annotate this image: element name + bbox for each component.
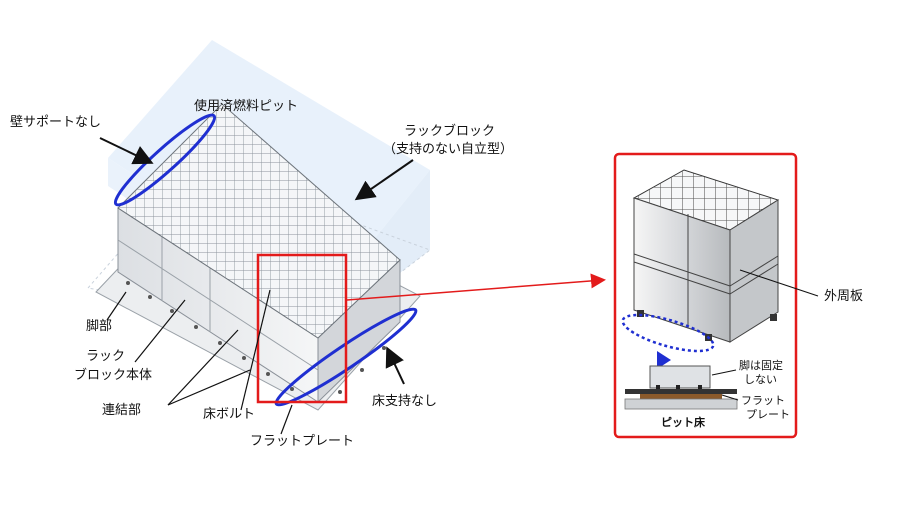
outer-plate-label: 外周板 [824,289,863,304]
detail-view: 外周板 脚は固定 しない フラット プレート ピット床 [613,152,863,439]
flat-plate-detail-label-1: フラット [741,394,785,407]
leg-label: 脚部 [86,318,112,334]
pool-label: 使用済燃料ピット [194,98,298,114]
rack-block-label-1: ラックブロック [404,123,495,139]
leader-lines [99,137,414,435]
floor-bolt-label: 床ボルト [203,407,255,422]
main-labels: 壁サポートなし 使用済燃料ピット ラックブロック （支持のない自立型） 脚部 ラ… [10,98,513,449]
wall-support-label: 壁サポートなし [10,115,101,130]
flat-plate-detail-label-2: プレート [746,408,790,421]
rack-block-label-2: （支持のない自立型） [383,142,513,157]
leg-not-fixed-label-1: 脚は固定 [739,358,783,372]
triangle-marker [657,351,671,369]
floor-support-label: 床支持なし [372,394,437,409]
flat-plate-label: フラットプレート [250,434,354,449]
rack-body-label-1: ラック [86,349,125,364]
leg-highlight [621,313,715,353]
wall-support-highlight [113,113,217,207]
detail-arrow [346,273,606,301]
leg-not-fixed-label-2: しない [744,373,777,386]
rack-body-label-2: ブロック本体 [74,367,152,383]
pit-floor-label: ピット床 [661,415,706,429]
connector-label: 連結部 [102,403,141,418]
floor-support-highlight [274,307,418,407]
cross-section [624,365,739,410]
detail-highlight-box [256,253,348,404]
